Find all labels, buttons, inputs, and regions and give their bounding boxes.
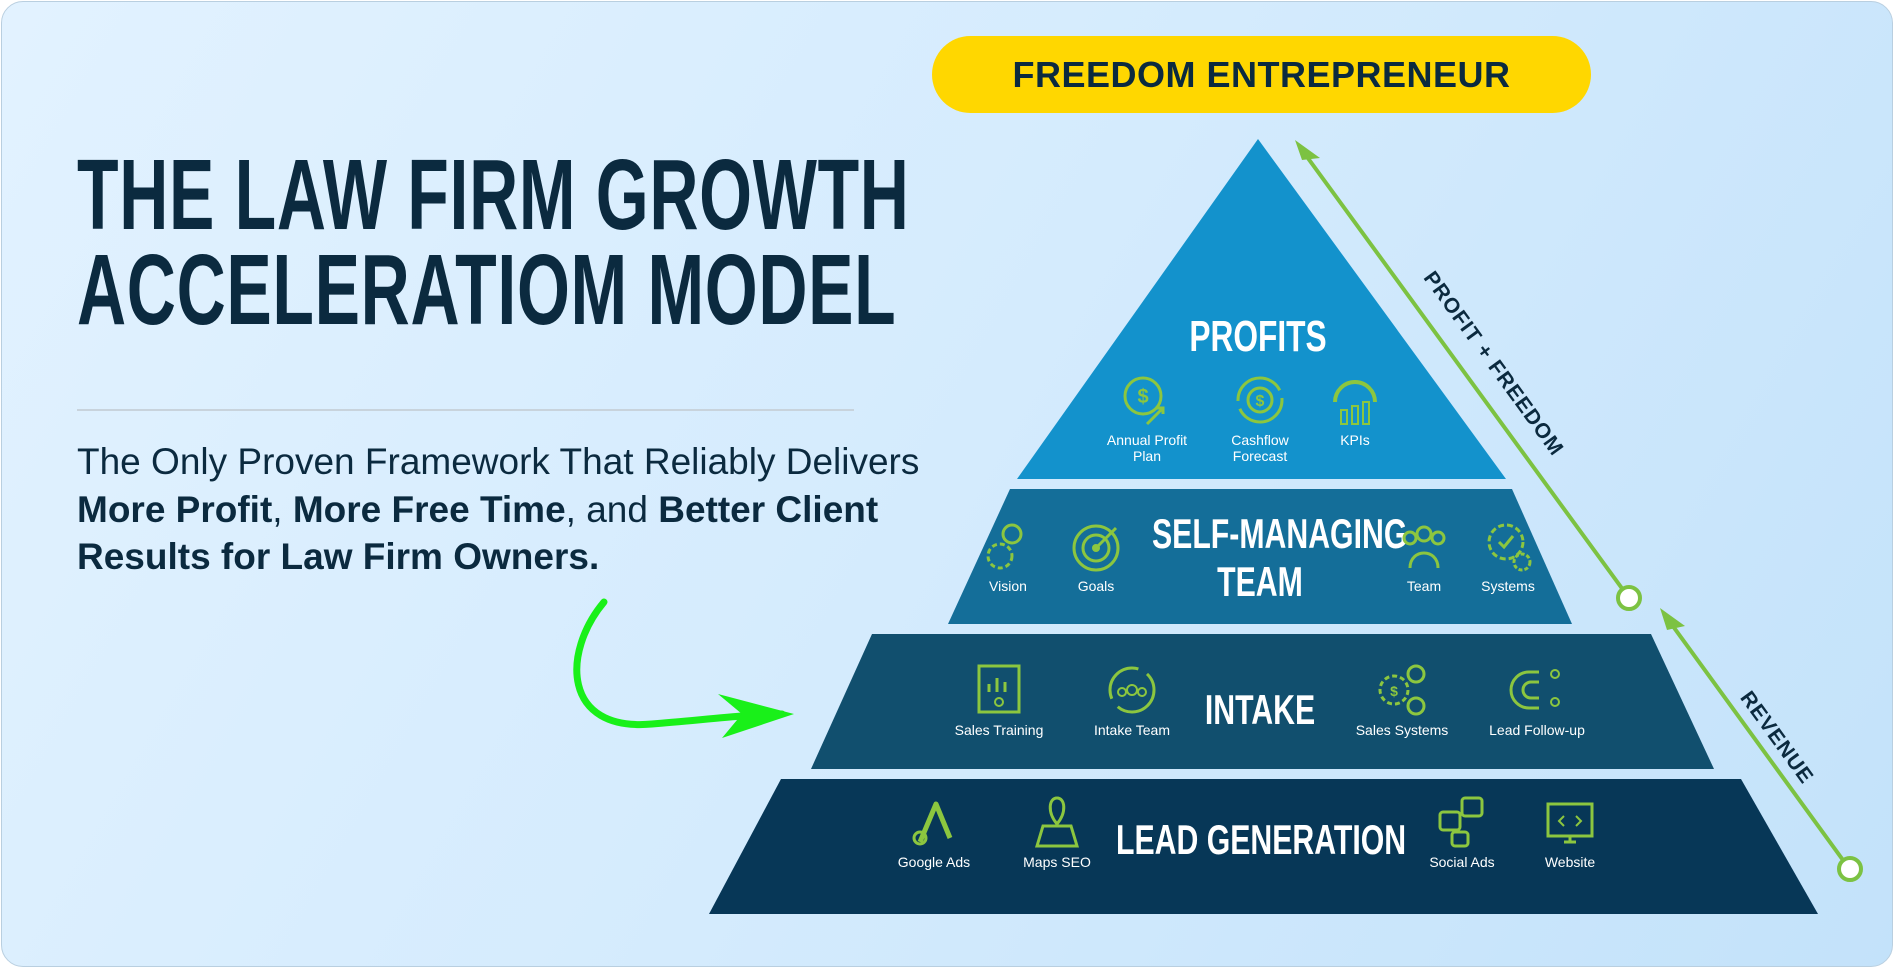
- vision-bulb-gear-icon: [986, 523, 1023, 570]
- tier-intake: [811, 634, 1714, 769]
- monitor-code-icon: [1546, 802, 1594, 844]
- magnet-icon: [1509, 669, 1560, 710]
- gear-check-icon: [1487, 523, 1532, 572]
- tier-lead-generation: [709, 779, 1818, 914]
- google-ads-icon: [912, 801, 953, 846]
- website-item: Website: [1510, 794, 1630, 870]
- training-board-icon: [977, 664, 1021, 714]
- svg-text:$: $: [1137, 386, 1148, 408]
- divider: [77, 409, 854, 411]
- map-pin-icon: [1034, 796, 1080, 848]
- kpi-gauge-icon: [1333, 380, 1377, 425]
- people-icon: [1402, 525, 1446, 569]
- social-ads-item: Social Ads: [1402, 794, 1522, 870]
- intake-team-item: Intake Team: [1072, 662, 1192, 738]
- green-curved-arrow: [573, 598, 794, 738]
- dollar-growth-icon: $: [1123, 376, 1165, 426]
- team-cycle-icon: [1108, 666, 1156, 714]
- subtitle: The Only Proven Framework That Reliably …: [77, 441, 920, 577]
- svg-text:$: $: [1390, 683, 1398, 699]
- tier-profits: [1017, 139, 1506, 479]
- systems-item: Systems: [1448, 518, 1568, 594]
- lead-generation-title: LEAD GENERATION: [1116, 816, 1407, 863]
- sales-training-item: Sales Training: [939, 662, 1059, 738]
- profits-title: PROFITS: [1189, 312, 1327, 361]
- target-icon: [1072, 524, 1120, 572]
- revenue-arrow: [1660, 608, 1863, 882]
- lead-follow-up-item: Lead Follow-up: [1477, 662, 1597, 738]
- freedom-entrepreneur-badge: FREEDOM ENTREPRENEUR: [932, 36, 1591, 113]
- kpis-item: KPIs: [1295, 372, 1415, 448]
- intake-title: INTAKE: [1204, 686, 1316, 733]
- sales-systems-item: $Sales Systems: [1342, 662, 1462, 738]
- profit-freedom-arrow: [1295, 140, 1642, 611]
- goals-item: Goals: [1036, 518, 1156, 594]
- social-chat-icon: [1438, 796, 1484, 848]
- google-ads-item: Google Ads: [874, 794, 994, 870]
- team-item: Team: [1364, 518, 1484, 594]
- vision-item: Vision: [948, 518, 1068, 594]
- title-line-1: THE LAW FIRM GROWTH: [77, 139, 910, 251]
- svg-text:$: $: [1256, 393, 1265, 410]
- gears-dollar-icon: $: [1378, 664, 1426, 716]
- maps-seo-item: Maps SEO: [997, 794, 1117, 870]
- tier-self-managing-team: [948, 489, 1572, 624]
- cashflow-cycle-icon: $: [1236, 376, 1284, 424]
- title-line-2: ACCELERATIOM MODEL: [77, 234, 897, 346]
